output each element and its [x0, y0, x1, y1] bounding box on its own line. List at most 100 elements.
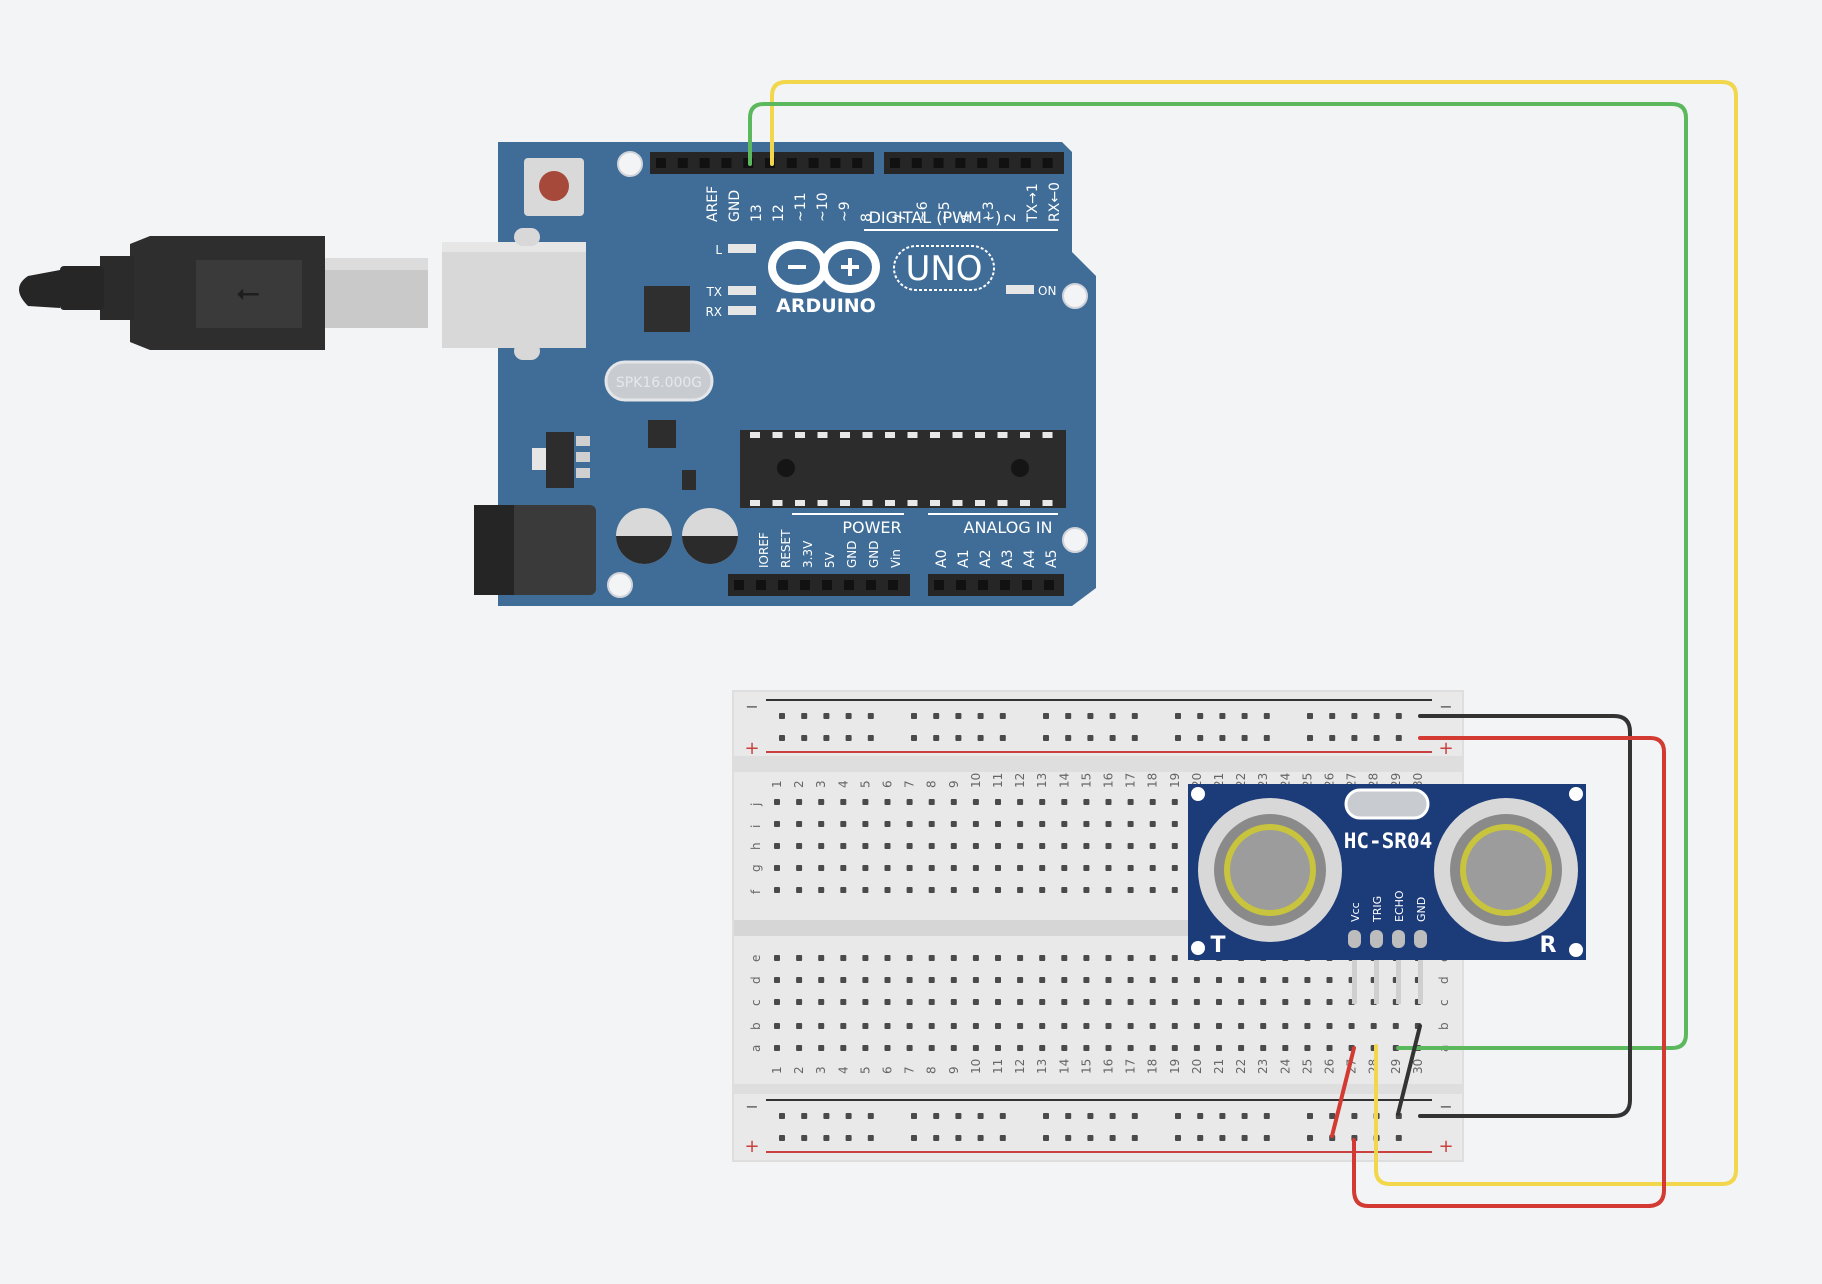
breadboard-hole[interactable] [995, 821, 1001, 827]
breadboard-hole[interactable] [1326, 977, 1333, 983]
breadboard-hole[interactable] [1039, 977, 1046, 983]
jumper-red-vcc[interactable] [1330, 1046, 1356, 1138]
breadboard-hole[interactable] [862, 955, 869, 961]
breadboard-hole[interactable] [1395, 1135, 1402, 1141]
breadboard-hole[interactable] [1105, 977, 1112, 983]
breadboard-hole[interactable] [955, 1135, 962, 1141]
breadboard-hole[interactable] [884, 821, 891, 827]
breadboard-hole[interactable] [1083, 865, 1090, 871]
breadboard-hole[interactable] [928, 1045, 935, 1051]
breadboard-hole[interactable] [796, 865, 803, 871]
breadboard-hole[interactable] [774, 865, 780, 871]
breadboard-hole[interactable] [796, 887, 803, 893]
breadboard-hole[interactable] [1260, 977, 1267, 983]
breadboard-hole[interactable] [1061, 1045, 1068, 1051]
breadboard-hole[interactable] [884, 999, 891, 1005]
breadboard-hole[interactable] [972, 1045, 979, 1051]
usb-cable[interactable]: ⭠ [19, 236, 428, 350]
breadboard-hole[interactable] [1149, 1023, 1156, 1029]
breadboard-hole[interactable] [1127, 1023, 1134, 1029]
breadboard-hole[interactable] [1127, 887, 1134, 893]
breadboard-hole[interactable] [906, 887, 913, 893]
breadboard-hole[interactable] [999, 713, 1006, 719]
breadboard-hole[interactable] [823, 1113, 830, 1119]
breadboard-hole[interactable] [801, 735, 808, 741]
breadboard-hole[interactable] [995, 799, 1001, 805]
breadboard-hole[interactable] [774, 799, 780, 805]
breadboard-hole[interactable] [1061, 865, 1068, 871]
breadboard-hole[interactable] [928, 843, 935, 849]
breadboard-hole[interactable] [1017, 799, 1024, 805]
breadboard-hole[interactable] [972, 843, 979, 849]
breadboard-hole[interactable] [1216, 999, 1222, 1005]
breadboard-hole[interactable] [1149, 843, 1156, 849]
breadboard-hole[interactable] [1061, 887, 1068, 893]
breadboard-hole[interactable] [1039, 821, 1046, 827]
breadboard-hole[interactable] [950, 1023, 957, 1029]
breadboard-hole[interactable] [1061, 843, 1068, 849]
breadboard-hole[interactable] [972, 999, 979, 1005]
digital-header-right[interactable] [884, 152, 1064, 174]
breadboard-hole[interactable] [1149, 799, 1156, 805]
breadboard-hole[interactable] [1263, 735, 1270, 741]
breadboard-hole[interactable] [1193, 977, 1200, 983]
breadboard-hole[interactable] [1329, 735, 1336, 741]
breadboard-hole[interactable] [862, 865, 869, 871]
breadboard-hole[interactable] [1065, 713, 1072, 719]
breadboard-hole[interactable] [779, 713, 785, 719]
breadboard-hole[interactable] [818, 821, 825, 827]
breadboard-hole[interactable] [1087, 735, 1094, 741]
breadboard-hole[interactable] [955, 713, 962, 719]
breadboard-hole[interactable] [774, 999, 780, 1005]
breadboard-hole[interactable] [1307, 1113, 1313, 1119]
breadboard-hole[interactable] [1171, 977, 1178, 983]
breadboard-hole[interactable] [995, 887, 1001, 893]
breadboard-hole[interactable] [823, 735, 830, 741]
breadboard-hole[interactable] [977, 1135, 984, 1141]
breadboard-hole[interactable] [840, 865, 847, 871]
breadboard-hole[interactable] [906, 821, 913, 827]
breadboard-hole[interactable] [1083, 843, 1090, 849]
breadboard-hole[interactable] [928, 887, 935, 893]
breadboard-hole[interactable] [911, 1135, 917, 1141]
breadboard-hole[interactable] [1109, 1113, 1116, 1119]
breadboard-hole[interactable] [950, 1045, 957, 1051]
breadboard-hole[interactable] [884, 799, 891, 805]
breadboard-hole[interactable] [1326, 1023, 1333, 1029]
breadboard-hole[interactable] [818, 799, 825, 805]
breadboard-hole[interactable] [1304, 999, 1311, 1005]
breadboard-hole[interactable] [801, 1113, 808, 1119]
breadboard-hole[interactable] [906, 865, 913, 871]
breadboard-hole[interactable] [972, 821, 979, 827]
breadboard-hole[interactable] [1061, 999, 1068, 1005]
breadboard-hole[interactable] [928, 1023, 935, 1029]
breadboard-hole[interactable] [1329, 1113, 1336, 1119]
breadboard-hole[interactable] [972, 799, 979, 805]
breadboard-hole[interactable] [1219, 1135, 1226, 1141]
breadboard-hole[interactable] [1171, 865, 1178, 871]
breadboard-hole[interactable] [1373, 735, 1380, 741]
breadboard-hole[interactable] [1039, 999, 1046, 1005]
breadboard-hole[interactable] [906, 1045, 913, 1051]
breadboard-hole[interactable] [1197, 713, 1204, 719]
breadboard-hole[interactable] [1238, 977, 1245, 983]
breadboard-hole[interactable] [972, 865, 979, 871]
breadboard-hole[interactable] [1083, 1045, 1090, 1051]
breadboard-hole[interactable] [1395, 735, 1402, 741]
breadboard-hole[interactable] [1109, 735, 1116, 741]
breadboard-hole[interactable] [928, 999, 935, 1005]
breadboard-hole[interactable] [928, 865, 935, 871]
breadboard-hole[interactable] [1061, 1023, 1068, 1029]
breadboard-hole[interactable] [1307, 735, 1313, 741]
breadboard-hole[interactable] [928, 821, 935, 827]
breadboard-hole[interactable] [950, 887, 957, 893]
digital-header-left[interactable] [650, 152, 874, 174]
breadboard-hole[interactable] [1175, 735, 1181, 741]
breadboard-hole[interactable] [862, 821, 869, 827]
breadboard-hole[interactable] [906, 955, 913, 961]
breadboard-hole[interactable] [1263, 713, 1270, 719]
breadboard-hole[interactable] [774, 1023, 780, 1029]
breadboard-hole[interactable] [1065, 1135, 1072, 1141]
breadboard-hole[interactable] [1017, 843, 1024, 849]
breadboard-hole[interactable] [818, 865, 825, 871]
